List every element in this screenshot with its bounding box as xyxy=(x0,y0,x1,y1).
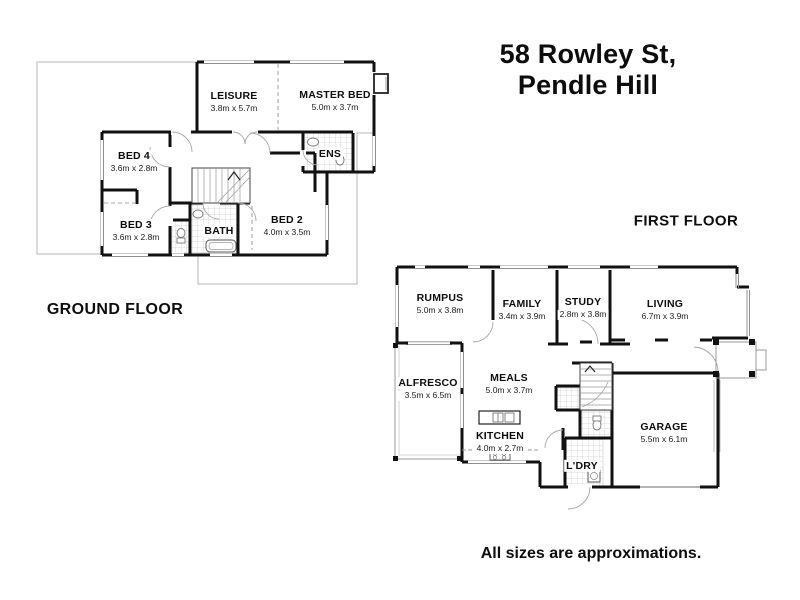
room-label-master-bed: MASTER BED 5.0m x 3.7m xyxy=(297,85,373,114)
room-dims: 5.5m x 6.1m xyxy=(638,435,690,446)
toilet-icon xyxy=(592,419,602,431)
door-arcs-upper xyxy=(149,131,319,227)
front-door-arc xyxy=(693,346,719,372)
room-dims: 5.0m x 3.7m xyxy=(297,103,373,114)
room-label-bed2: BED 2 4.0m x 3.5m xyxy=(261,210,313,239)
room-name: LIVING xyxy=(644,297,686,310)
footprint-outline-upper xyxy=(36,61,374,285)
room-label-bed4: BED 4 3.6m x 2.8m xyxy=(108,146,160,175)
room-name: LEISURE xyxy=(208,89,260,102)
room-dims: 3.5m x 6.5m xyxy=(396,391,460,402)
room-label-bed3: BED 3 3.6m x 2.8m xyxy=(110,215,162,244)
room-dims: 4.0m x 3.5m xyxy=(261,227,313,239)
wardrobe-dashes-upper xyxy=(104,64,279,250)
ground-floor-label: GROUND FLOOR xyxy=(46,301,184,318)
room-label-ensuite: ENS xyxy=(316,144,344,162)
room-dims: 2.8m x 3.8m xyxy=(557,309,609,321)
room-label-alfresco: ALFRESCO 3.5m x 6.5m xyxy=(396,373,460,402)
page-title: 58 Rowley St, Pendle Hill xyxy=(500,39,677,101)
stair-direction-arrow xyxy=(227,171,241,181)
stairs-lower xyxy=(579,362,613,411)
laundry-door xyxy=(567,484,592,510)
title-line1: 58 Rowley St, xyxy=(499,39,677,69)
disclaimer-note: All sizes are approximations. xyxy=(480,545,702,562)
room-name: ENS xyxy=(316,147,344,160)
basin-icon xyxy=(192,209,204,219)
wet-area-fixtures-lower xyxy=(587,415,602,483)
room-label-kitchen: KITCHEN 4.0m x 2.7m xyxy=(473,426,527,455)
room-dims: 3.4m x 3.9m xyxy=(496,311,548,323)
room-name: ALFRESCO xyxy=(396,376,460,389)
room-name: STUDY xyxy=(562,295,604,308)
room-name: MASTER BED xyxy=(297,88,373,101)
title-line2: Pendle Hill xyxy=(517,70,659,100)
room-label-study: STUDY 2.8m x 3.8m xyxy=(557,292,609,321)
room-dims: 4.0m x 2.7m xyxy=(473,444,527,455)
ensuite-basin-icon xyxy=(307,137,319,147)
room-label-meals: MEALS 5.0m x 3.7m xyxy=(483,368,535,397)
room-name: RUMPUS xyxy=(414,291,466,304)
room-label-rumpus: RUMPUS 5.0m x 3.8m xyxy=(414,288,466,317)
room-name: BED 2 xyxy=(269,213,305,226)
stairs-upper xyxy=(191,167,251,204)
room-name: KITCHEN xyxy=(473,429,527,442)
windows-lower xyxy=(394,264,750,465)
room-dims: 3.6m x 2.8m xyxy=(110,232,162,244)
room-name: GARAGE xyxy=(638,420,690,433)
room-dims: 5.0m x 3.8m xyxy=(414,305,466,317)
bay-window xyxy=(371,72,392,95)
room-label-leisure: LEISURE 3.8m x 5.7m xyxy=(208,86,260,115)
room-dims: 6.7m x 3.9m xyxy=(639,311,691,323)
room-dims: 3.8m x 5.7m xyxy=(208,104,260,115)
first-floor-plan xyxy=(393,264,767,510)
room-label-bath: BATH xyxy=(202,221,236,239)
first-floor-label: FIRST FLOOR xyxy=(633,212,739,230)
room-dims: 5.0m x 3.7m xyxy=(483,385,535,397)
room-name: L'DRY xyxy=(564,459,600,472)
room-dims: 3.6m x 2.8m xyxy=(108,163,160,175)
stair-direction-arrow xyxy=(584,365,596,373)
room-name: BED 3 xyxy=(118,218,154,231)
toilet-icon xyxy=(176,228,186,238)
room-name: FAMILY xyxy=(500,297,544,310)
room-name: BED 4 xyxy=(116,149,152,162)
porch-outline xyxy=(713,339,767,452)
closet-tiles xyxy=(556,387,580,410)
room-label-living: LIVING 6.7m x 3.9m xyxy=(639,294,691,323)
garage-door xyxy=(640,484,700,490)
room-name: MEALS xyxy=(488,371,530,384)
room-label-garage: GARAGE 5.5m x 6.1m xyxy=(638,417,690,446)
room-label-family: FAMILY 3.4m x 3.9m xyxy=(496,294,548,323)
windows-upper xyxy=(99,59,377,258)
room-label-laundry: L'DRY xyxy=(564,456,600,474)
room-name: BATH xyxy=(202,224,236,237)
